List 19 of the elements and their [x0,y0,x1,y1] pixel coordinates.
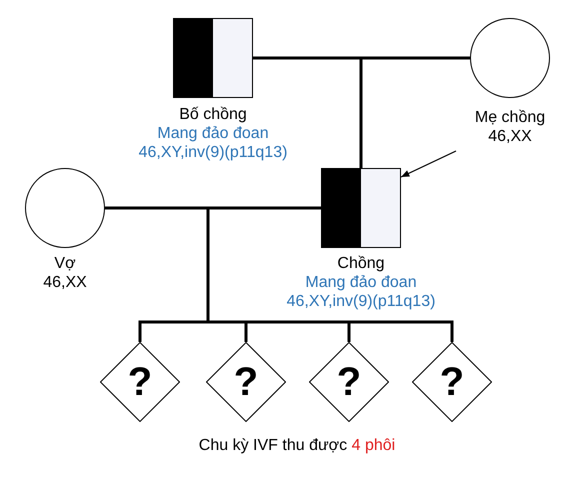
person-label: Vợ [54,254,76,273]
person-label: Mẹ chồng [474,108,546,127]
question-mark: ? [128,362,152,402]
carrier-note: Mang đảo đoan [305,273,417,292]
karyotype-label: 46,XX [43,273,87,292]
person-label: Chồng [337,254,385,273]
pointer-arrow [400,150,456,178]
caption-text: Chu kỳ IVF thu được 4 phôi [198,436,396,455]
half-shaded-square [173,18,253,98]
karyotype-label: 46,XY,inv(9)(p11q13) [138,143,288,162]
carrier-note: Mang đảo đoan [157,124,269,143]
question-mark: ? [440,362,464,402]
karyotype-label: 46,XY,inv(9)(p11q13) [286,292,436,311]
question-mark: ? [234,362,258,402]
person-label: Bố chồng [179,105,247,124]
half-shaded-square [321,168,401,248]
karyotype-label: 46,XX [488,127,532,146]
question-mark: ? [336,362,362,402]
pedigree-line [360,56,470,168]
